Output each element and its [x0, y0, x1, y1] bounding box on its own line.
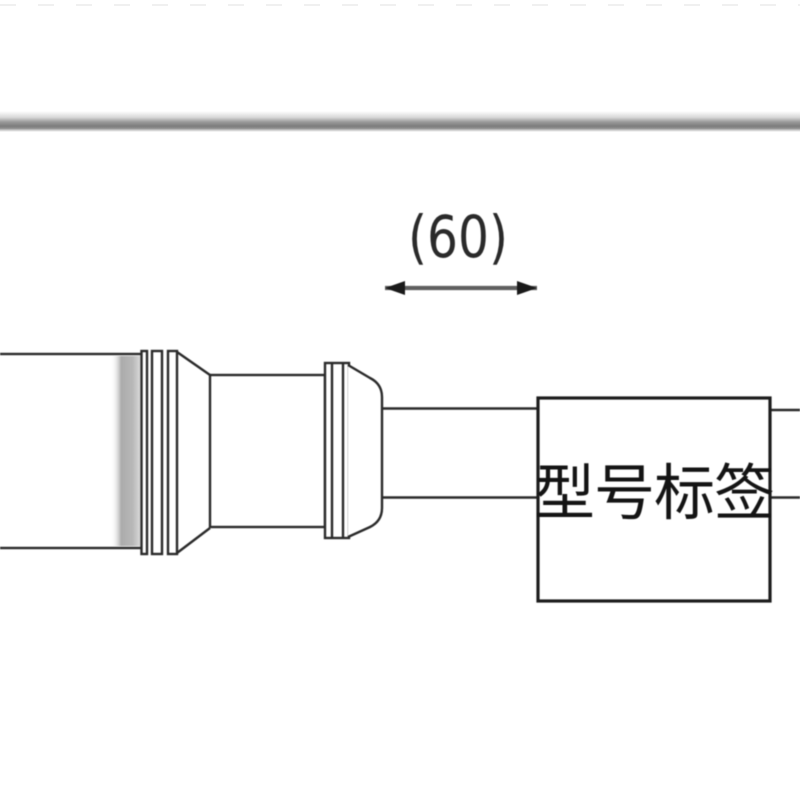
model-label-text: 型号标签: [534, 459, 774, 527]
taper-top-edge: [176, 351, 211, 376]
ring-groove-2: [150, 349, 164, 556]
dimension-arrow-right: [517, 281, 537, 295]
connector-mid-body: [208, 373, 327, 529]
connector-nose: [347, 363, 384, 539]
top-dashed-line: [0, 4, 800, 6]
model-label-box: [536, 396, 772, 603]
barrel-shading-band: [111, 356, 140, 546]
dimension-arrow-left: [385, 281, 405, 295]
taper-bottom-edge: [176, 527, 211, 554]
horizontal-rule: [0, 111, 800, 132]
cable: [382, 407, 800, 499]
connector-assembly: [0, 349, 384, 556]
dimension-60: (60): [383, 203, 539, 373]
ring-groove-1: [140, 349, 149, 556]
collar-ring: [323, 361, 351, 540]
ring-groove-3: [166, 349, 179, 556]
dimension-text: (60): [408, 203, 508, 271]
